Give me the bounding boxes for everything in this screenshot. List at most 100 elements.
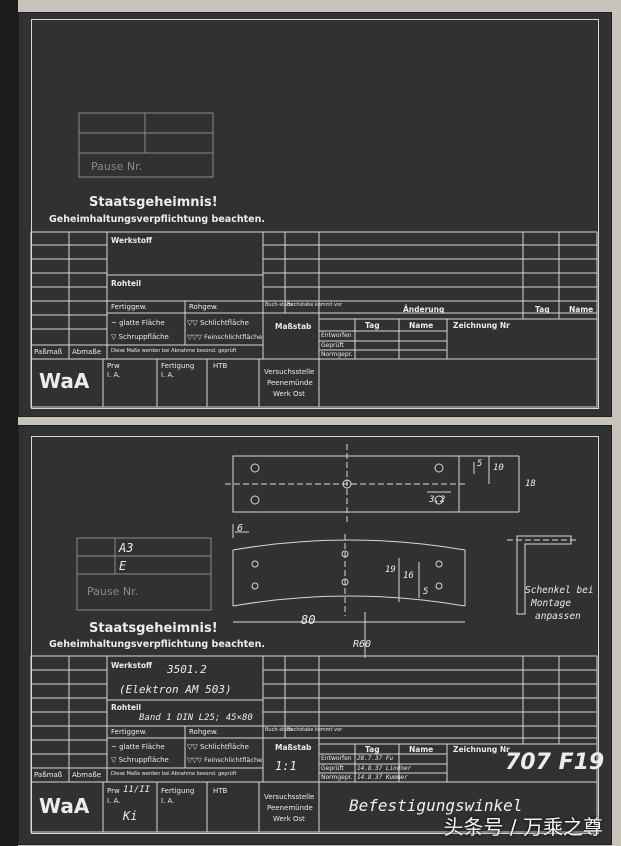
name-label-right: Name (569, 305, 594, 314)
werk-ost-label: Werk Ost (273, 390, 305, 398)
secret-title: Staatsgeheimnis! (89, 195, 218, 210)
buchstabe-label: Buch-stabe (265, 302, 294, 308)
dim-5b: 5 (423, 587, 429, 597)
rohteil-label: Rohteil (111, 703, 142, 712)
rohteil-label: Rohteil (111, 279, 142, 288)
note-line3: anpassen (535, 611, 581, 622)
peenemuende-label: Peenemünde (267, 379, 313, 387)
rohgew-label: Rohgew. (189, 303, 219, 311)
dim-r60: R60 (353, 639, 372, 650)
name-label: Name (409, 321, 434, 330)
secret-title: Staatsgeheimnis! (89, 621, 218, 636)
aenderung-label: Änderung (403, 305, 445, 314)
normgepr-label: Normgepr. (321, 774, 353, 781)
secret-note: Geheimhaltungsverpflichtung beachten. (49, 639, 265, 650)
dim-19: 19 (385, 565, 396, 575)
schruppflaeche: ▽ Schruppfläche (111, 756, 169, 764)
werk-ost-label: Werk Ost (273, 815, 305, 823)
watermark: 头条号 / 万乘之尊 (443, 815, 603, 839)
name-label: Name (409, 745, 434, 754)
top-border-frame (31, 19, 599, 409)
werkstoff-label: Werkstoff (111, 236, 153, 245)
schruppflaeche: ▽ Schruppfläche (111, 333, 169, 341)
geprueft-value: 14.8.37 Lindner (357, 765, 412, 772)
masse-note: Diese Maße werden bei Abnahme besond. ge… (111, 348, 237, 354)
stamp-a3: A3 (119, 541, 134, 555)
signature: Ki (123, 809, 138, 823)
zeichnung-nr-label: Zeichnung Nr (453, 745, 510, 754)
glatte-flaeche: ~ glatte Fläche (111, 743, 165, 751)
photo-left-edge (0, 0, 18, 846)
normgepr-label: Normgepr. (321, 351, 353, 358)
dim-10: 10 (493, 463, 504, 473)
buchstabe-kommt-label: Buchstabe kommt vor (287, 302, 343, 308)
rohteil-value: Band 1 DIN L25; 45×80 (139, 713, 253, 723)
versuchsstelle-label: Versuchsstelle (264, 793, 315, 801)
passmass-label: Paßmaß (34, 771, 63, 779)
stamp-e: E (119, 559, 127, 573)
zeichnung-nr-label: Zeichnung Nr (453, 321, 510, 330)
prw-label: Prw (107, 362, 120, 370)
bottom-drawing-lines (30, 444, 598, 833)
glatte-flaeche: ~ glatte Fläche (111, 319, 165, 327)
werkstoff-label: Werkstoff (111, 661, 153, 670)
passmass-label: Paßmaß (34, 348, 63, 356)
waa-logo: WaA (39, 369, 90, 393)
fertigung-ia-label: I. A. (161, 797, 175, 805)
dim-5: 5 (477, 459, 483, 469)
note-line1: Schenkel bei (525, 585, 594, 596)
fertigung-ia-label: I. A. (161, 371, 175, 379)
prw-ia-label: I. A. (107, 797, 121, 805)
entworfen-label: Entworfen (321, 755, 352, 762)
htb-label: HTB (213, 362, 228, 370)
dim-6: 6 (237, 523, 244, 534)
drawing-number: 707 F19 (505, 750, 605, 775)
fertigung-label: Fertigung (161, 362, 195, 370)
feinschlichtflaeche: ▽▽▽ Feinschlichtfläche (187, 756, 263, 764)
dim-3-2: 3,2 (429, 495, 446, 505)
geprueft-label: Geprüft (321, 342, 344, 349)
waa-logo: WaA (39, 794, 90, 818)
fertiggew-label: Fertiggew. (111, 728, 148, 736)
fertigung-label: Fertigung (161, 787, 195, 795)
top-drawing-sheet: Pause Nr. Staatsgeheimnis! Geheimhaltung… (18, 12, 612, 417)
stamp-pause-label: Pause Nr. (91, 160, 143, 173)
tag-label-right: Tag (535, 305, 550, 314)
schlichtflaeche: ▽▽ Schlichtfläche (187, 743, 249, 751)
tag-label: Tag (365, 745, 380, 754)
fertiggew-label: Fertiggew. (111, 303, 148, 311)
massstab-value: 1:1 (275, 759, 297, 773)
abmasse-label: Abmaße (72, 771, 102, 779)
prw-ia-label: I. A. (107, 371, 121, 379)
massstab-label: Maßstab (275, 322, 312, 331)
werkstoff-value: 3501.2 (167, 663, 207, 676)
prw-value: 11/II (123, 785, 151, 795)
bottom-drawing-sheet: 5 10 18 3,2 6 19 16 5 80 R60 Schenkel be… (18, 425, 612, 845)
massstab-label: Maßstab (275, 743, 312, 752)
peenemuende-label: Peenemünde (267, 804, 313, 812)
dim-18: 18 (525, 479, 536, 489)
buchstabe-kommt-label: Buchstabe kommt vor (287, 727, 343, 733)
masse-note: Diese Maße werden bei Abnahme besond. ge… (111, 771, 237, 777)
htb-label: HTB (213, 787, 228, 795)
normgepr-value: 14.8.37 Kummer (357, 774, 408, 781)
feinschlichtflaeche: ▽▽▽ Feinschlichtfläche (187, 333, 263, 341)
entworfen-label: Entworfen (321, 332, 352, 339)
versuchsstelle-label: Versuchsstelle (264, 368, 315, 376)
stamp-pause-label: Pause Nr. (87, 585, 139, 598)
bottom-border-frame (31, 436, 599, 834)
rohgew-label: Rohgew. (189, 728, 219, 736)
top-grid-lines (30, 112, 598, 408)
title-overlay: Befestigungswinkel (349, 796, 523, 815)
schlichtflaeche: ▽▽ Schlichtfläche (187, 319, 249, 327)
werkstoff-value-2: (Elektron AM 503) (119, 683, 232, 696)
buchstabe-label: Buch-stabe (265, 727, 294, 733)
prw-label: Prw (107, 787, 120, 795)
abmasse-label: Abmaße (72, 348, 102, 356)
dim-16: 16 (403, 571, 414, 581)
entworfen-value: 28.7.37 Fu (357, 755, 394, 762)
dim-80: 80 (301, 613, 316, 627)
tag-label: Tag (365, 321, 380, 330)
geprueft-label: Geprüft (321, 765, 344, 772)
note-line2: Montage (531, 598, 572, 609)
